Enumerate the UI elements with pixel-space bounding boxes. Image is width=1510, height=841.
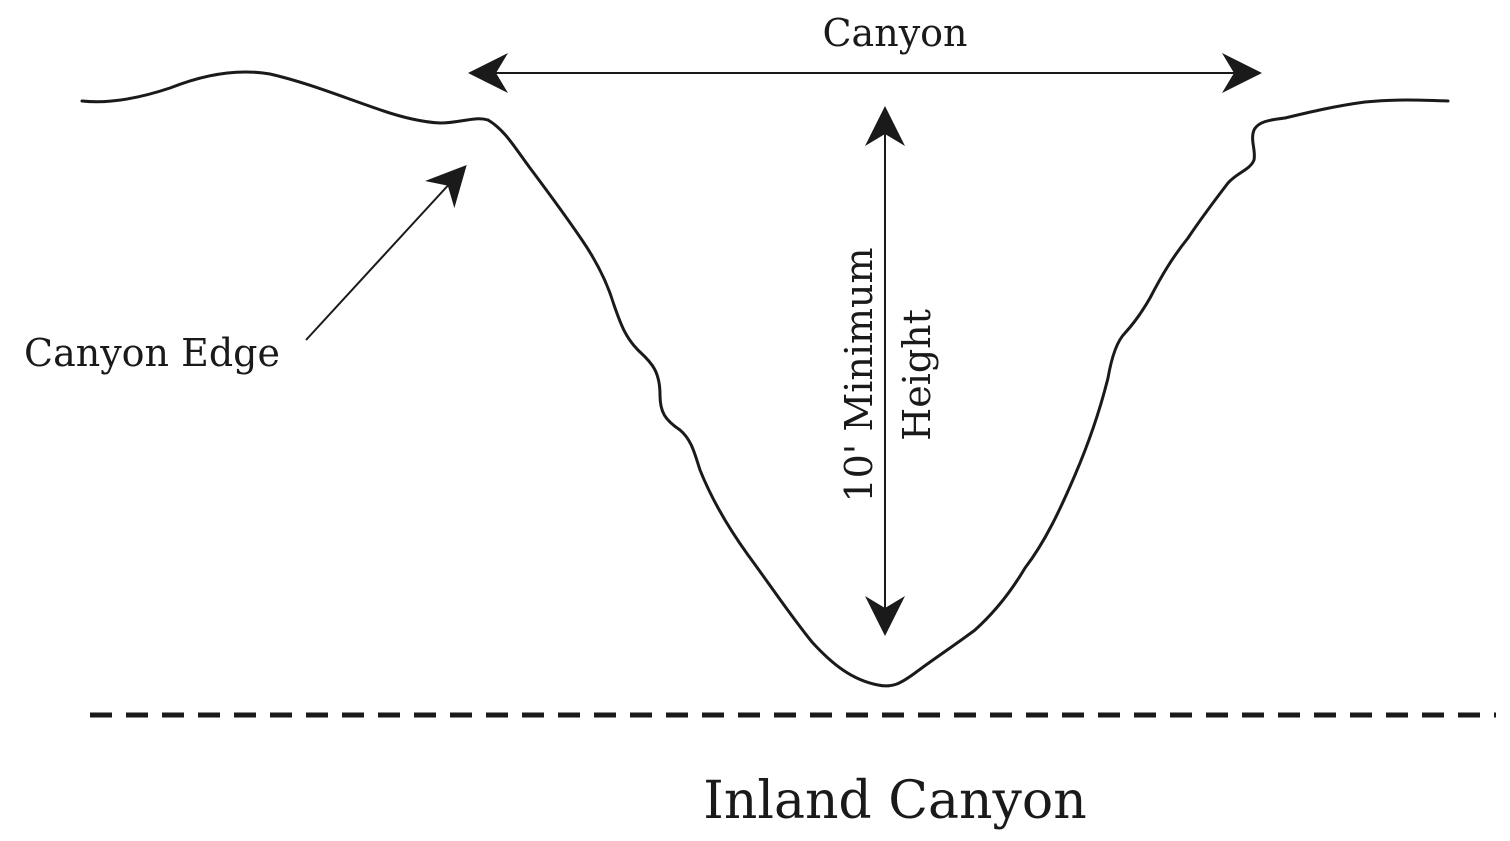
ground-surface-right [1285,100,1448,118]
ground-surface-left [82,72,488,123]
height-label-line2: Height [895,309,939,441]
canyon-width-label: Canyon [822,11,967,55]
height-label-line1: 10' Minimum [837,247,881,502]
canyon-profile [488,118,1285,686]
height-label-group: 10' Minimum Height [837,247,939,502]
diagram-caption: Inland Canyon [703,771,1086,831]
canyon-edge-pointer-arrow [306,168,464,340]
canyon-edge-label: Canyon Edge [24,331,280,375]
